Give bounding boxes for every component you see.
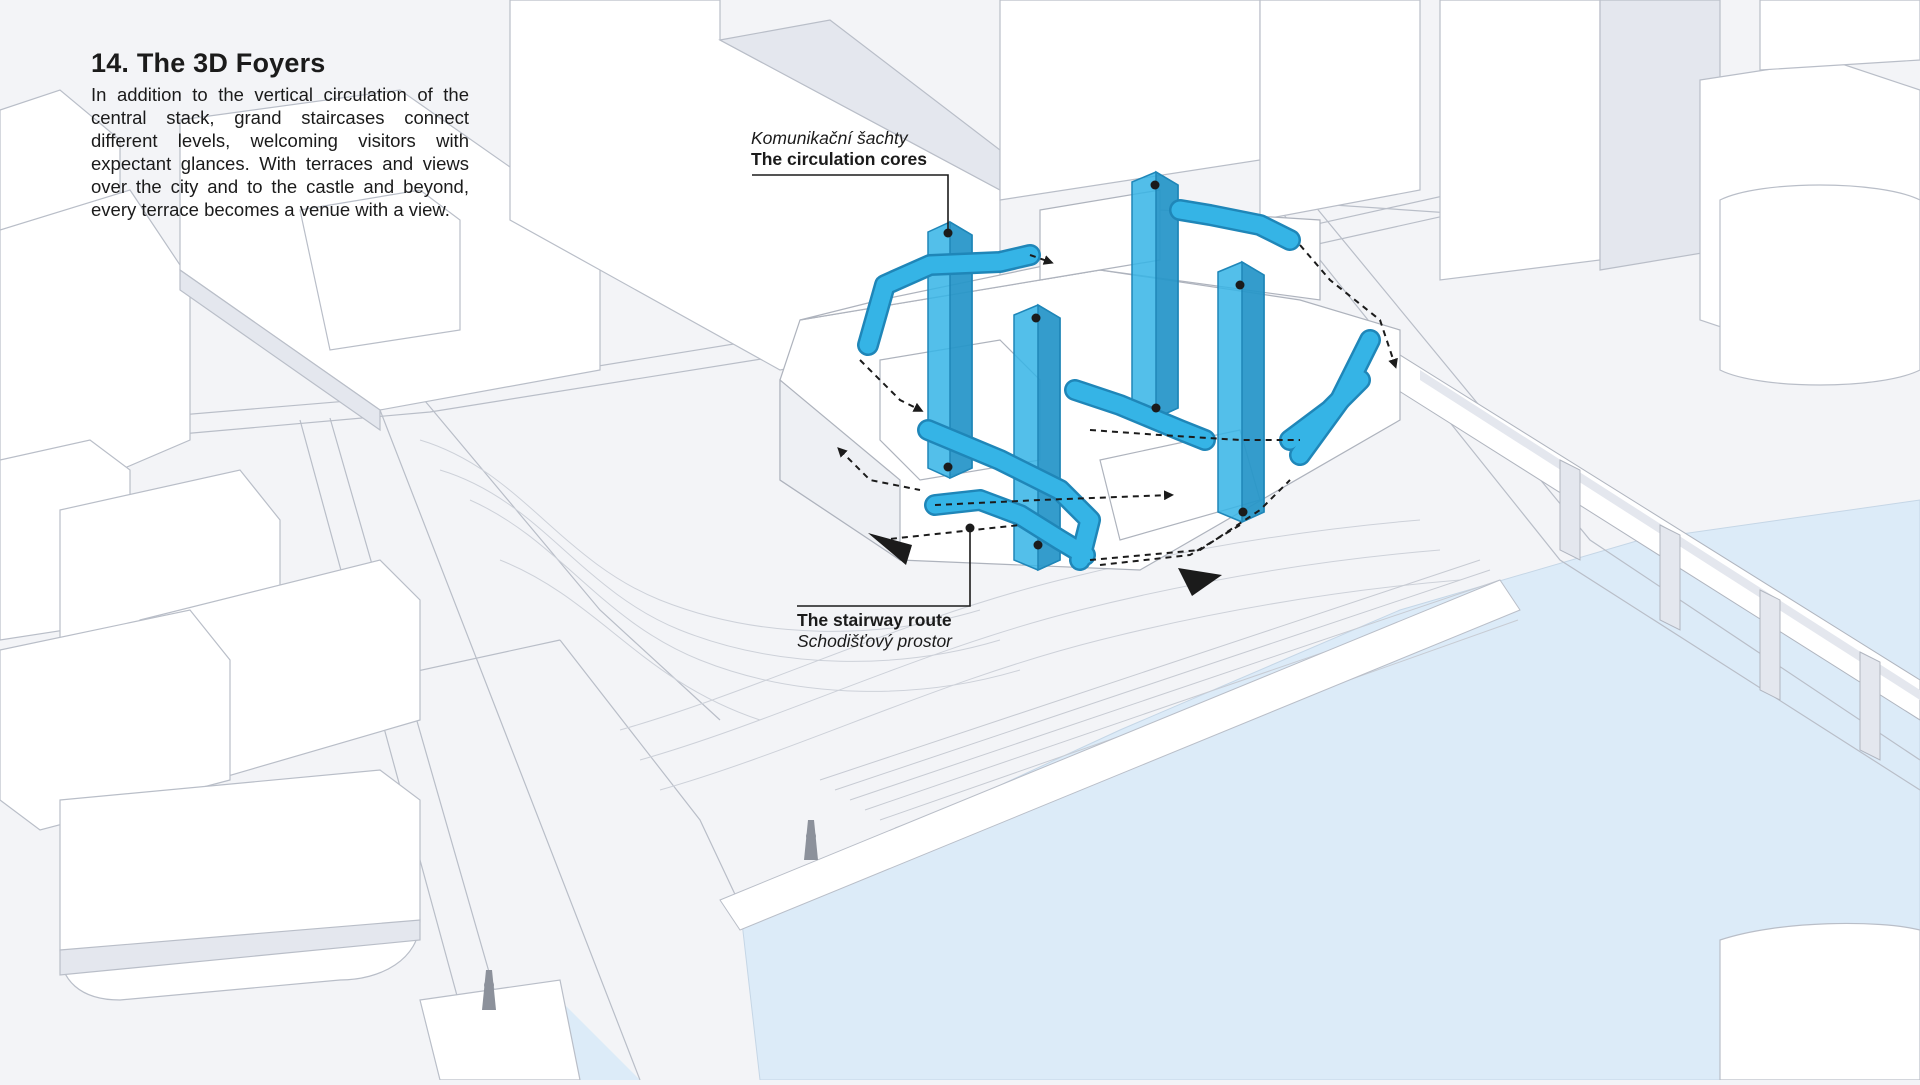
label-cores-english: The circulation cores xyxy=(751,149,928,169)
caption-body: In addition to the vertical circulation … xyxy=(91,84,469,220)
bridge xyxy=(1349,329,1920,761)
label-circulation-cores: Komunikační šachty The circulation cores xyxy=(751,128,927,170)
label-stairs-czech: Schodišťový prostor xyxy=(797,631,953,651)
caption-block: 14. The 3D Foyers In addition to the ver… xyxy=(91,48,469,221)
label-stairs-english: The stairway route xyxy=(797,610,952,630)
core-3 xyxy=(1013,303,1061,572)
statue-icon xyxy=(482,820,818,1010)
stairway-ribbons xyxy=(857,199,1381,571)
core-4 xyxy=(1217,260,1265,524)
city-blocks-right xyxy=(1699,0,1920,1081)
core-2 xyxy=(1131,170,1179,420)
core-1 xyxy=(927,220,973,480)
circulation-cores xyxy=(927,170,1265,572)
terrain-contours xyxy=(419,439,1461,791)
city-blocks-left xyxy=(0,89,581,1081)
route-arrowhead xyxy=(868,533,1222,596)
label-stairway-route: The stairway route Schodišťový prostor xyxy=(797,610,952,652)
city-blocks-top xyxy=(179,0,1721,432)
caption-title: 14. The 3D Foyers xyxy=(91,48,326,78)
embankment-wall xyxy=(719,579,1521,931)
leader-lines xyxy=(752,174,971,607)
route-dashed-lines xyxy=(837,244,1398,566)
label-cores-czech: Komunikační šachty xyxy=(751,128,908,148)
